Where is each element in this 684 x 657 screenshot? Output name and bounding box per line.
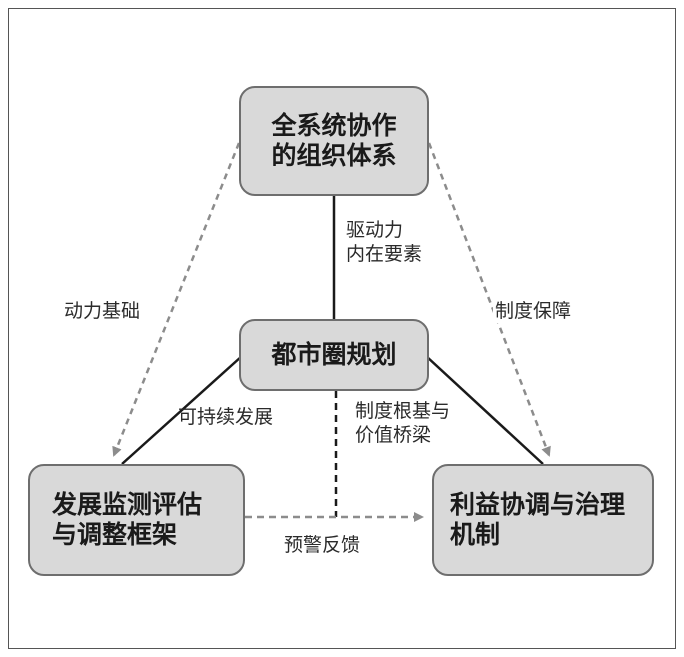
edge-label-early-warning-text: 预警反馈 (284, 534, 361, 556)
edge-label-institutional-root-line-2: 价值桥梁 (355, 424, 432, 446)
node-governance-mechanism: 利益协调与治理 机制 (432, 464, 654, 576)
node-top-line-1: 全系统协作 (271, 111, 397, 140)
edge-label-sustainable-development: 可持续发展 (176, 405, 275, 429)
diagram-frame (8, 8, 676, 649)
node-left-line-1: 发展监测评估 (52, 490, 203, 519)
edge-center-right (425, 355, 544, 465)
node-organization-system: 全系统协作 的组织体系 (239, 86, 429, 196)
edge-label-power-basis: 动力基础 (62, 299, 143, 323)
node-metropolitan-planning: 都市圈规划 (239, 319, 429, 391)
edge-top-left (112, 142, 241, 457)
edge-label-early-warning: 预警反馈 (282, 533, 363, 557)
node-right-line-2: 机制 (450, 520, 501, 549)
node-top-line-2: 的组织体系 (271, 141, 397, 170)
edge-label-institutional-root: 制度根基与 价值桥梁 (353, 399, 452, 447)
node-center-line-1: 都市圈规划 (271, 340, 397, 369)
edge-label-driving-force: 驱动力 内在要素 (344, 218, 424, 266)
edge-label-driving-force-line-2: 内在要素 (346, 243, 423, 265)
edge-label-institutional-root-line-1: 制度根基与 (355, 400, 451, 422)
edge-center-left (121, 355, 243, 465)
node-left-line-2: 与调整框架 (52, 520, 178, 549)
edge-label-sustainable-development-text: 可持续发展 (178, 406, 274, 428)
edge-label-institutional-guarantee: 制度保障 (493, 299, 574, 323)
edge-label-institutional-guarantee-text: 制度保障 (495, 300, 572, 322)
edge-label-power-basis-text: 动力基础 (64, 300, 141, 322)
node-right-line-1: 利益协调与治理 (450, 490, 626, 519)
edge-label-driving-force-line-1: 驱动力 (346, 219, 404, 241)
edge-top-right (427, 142, 551, 457)
node-monitoring-framework: 发展监测评估 与调整框架 (28, 464, 245, 576)
